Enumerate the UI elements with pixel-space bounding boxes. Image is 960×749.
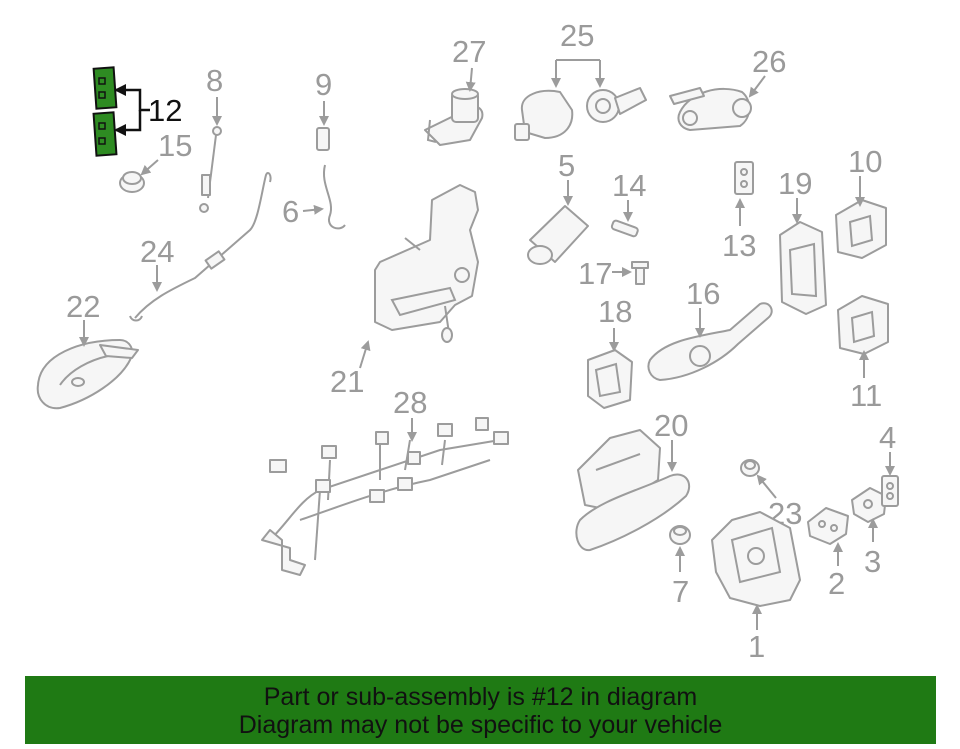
part-14-pin <box>610 219 639 238</box>
part-17-bolt <box>631 261 649 285</box>
part-7-grommet <box>669 525 691 545</box>
info-banner: Part or sub-assembly is #12 in diagram D… <box>25 676 936 744</box>
part-15-clip <box>119 171 145 193</box>
banner-line-1: Part or sub-assembly is #12 in diagram <box>263 683 698 711</box>
part-24-cable <box>129 172 272 322</box>
part-13-plate <box>734 161 754 195</box>
callout-1: 1 <box>748 629 765 664</box>
callout-18: 18 <box>598 294 632 329</box>
callout-16: 16 <box>686 276 720 311</box>
part-27-lock-cylinder <box>424 88 484 146</box>
part-12-pads[interactable] <box>92 66 118 157</box>
callout-4: 4 <box>879 420 896 455</box>
part-23-grommet <box>740 459 760 477</box>
part-19-bezel <box>779 221 827 315</box>
part-25-lock-actuators <box>514 87 647 141</box>
callout-7: 7 <box>672 574 689 609</box>
callout-9: 9 <box>315 67 332 102</box>
callout-26: 26 <box>752 44 786 79</box>
callout-14: 14 <box>612 168 646 203</box>
callout-11: 11 <box>850 378 882 413</box>
part-22-inner-handle <box>36 339 139 410</box>
part-6-rod <box>322 164 346 230</box>
part-16-handle-lever <box>647 302 773 381</box>
callout-10: 10 <box>848 144 882 179</box>
part-9-clip <box>316 127 330 151</box>
callout-5: 5 <box>558 148 575 183</box>
part-5-actuator <box>527 205 589 265</box>
callout-3: 3 <box>864 544 881 579</box>
callout-17: 17 <box>578 256 612 291</box>
part-8-rod <box>199 126 222 213</box>
part-20-outer-handle <box>575 429 691 552</box>
part-26-latch-piece <box>669 87 752 131</box>
part-2-striker-plate <box>807 507 849 545</box>
callout-24: 24 <box>140 234 174 269</box>
part-4-plate <box>881 475 899 507</box>
part-1-door-lock <box>711 511 801 607</box>
callout-15: 15 <box>158 128 192 163</box>
part-10-bracket <box>835 199 887 259</box>
callout-28: 28 <box>393 385 427 420</box>
callout-27: 27 <box>452 34 486 69</box>
callout-25: 25 <box>560 18 594 53</box>
callout-21: 21 <box>330 364 364 399</box>
part-21-door-carrier <box>374 184 479 343</box>
part-18-bezel <box>587 349 633 409</box>
part-11-bracket <box>837 295 889 355</box>
callout-2: 2 <box>828 566 845 601</box>
callout-13: 13 <box>722 228 756 263</box>
callout-6: 6 <box>282 194 299 229</box>
callout-20: 20 <box>654 408 688 443</box>
part-3-bracket <box>851 487 887 523</box>
callout-8: 8 <box>206 63 223 98</box>
callout-19: 19 <box>778 166 812 201</box>
callout-22: 22 <box>66 289 100 324</box>
callout-12: 12 <box>148 93 182 128</box>
parts-diagram: 12 15 8 9 6 24 22 <box>36 18 899 664</box>
part-28-wiring-harness <box>261 417 509 576</box>
banner-line-2: Diagram may not be specific to your vehi… <box>238 711 723 739</box>
